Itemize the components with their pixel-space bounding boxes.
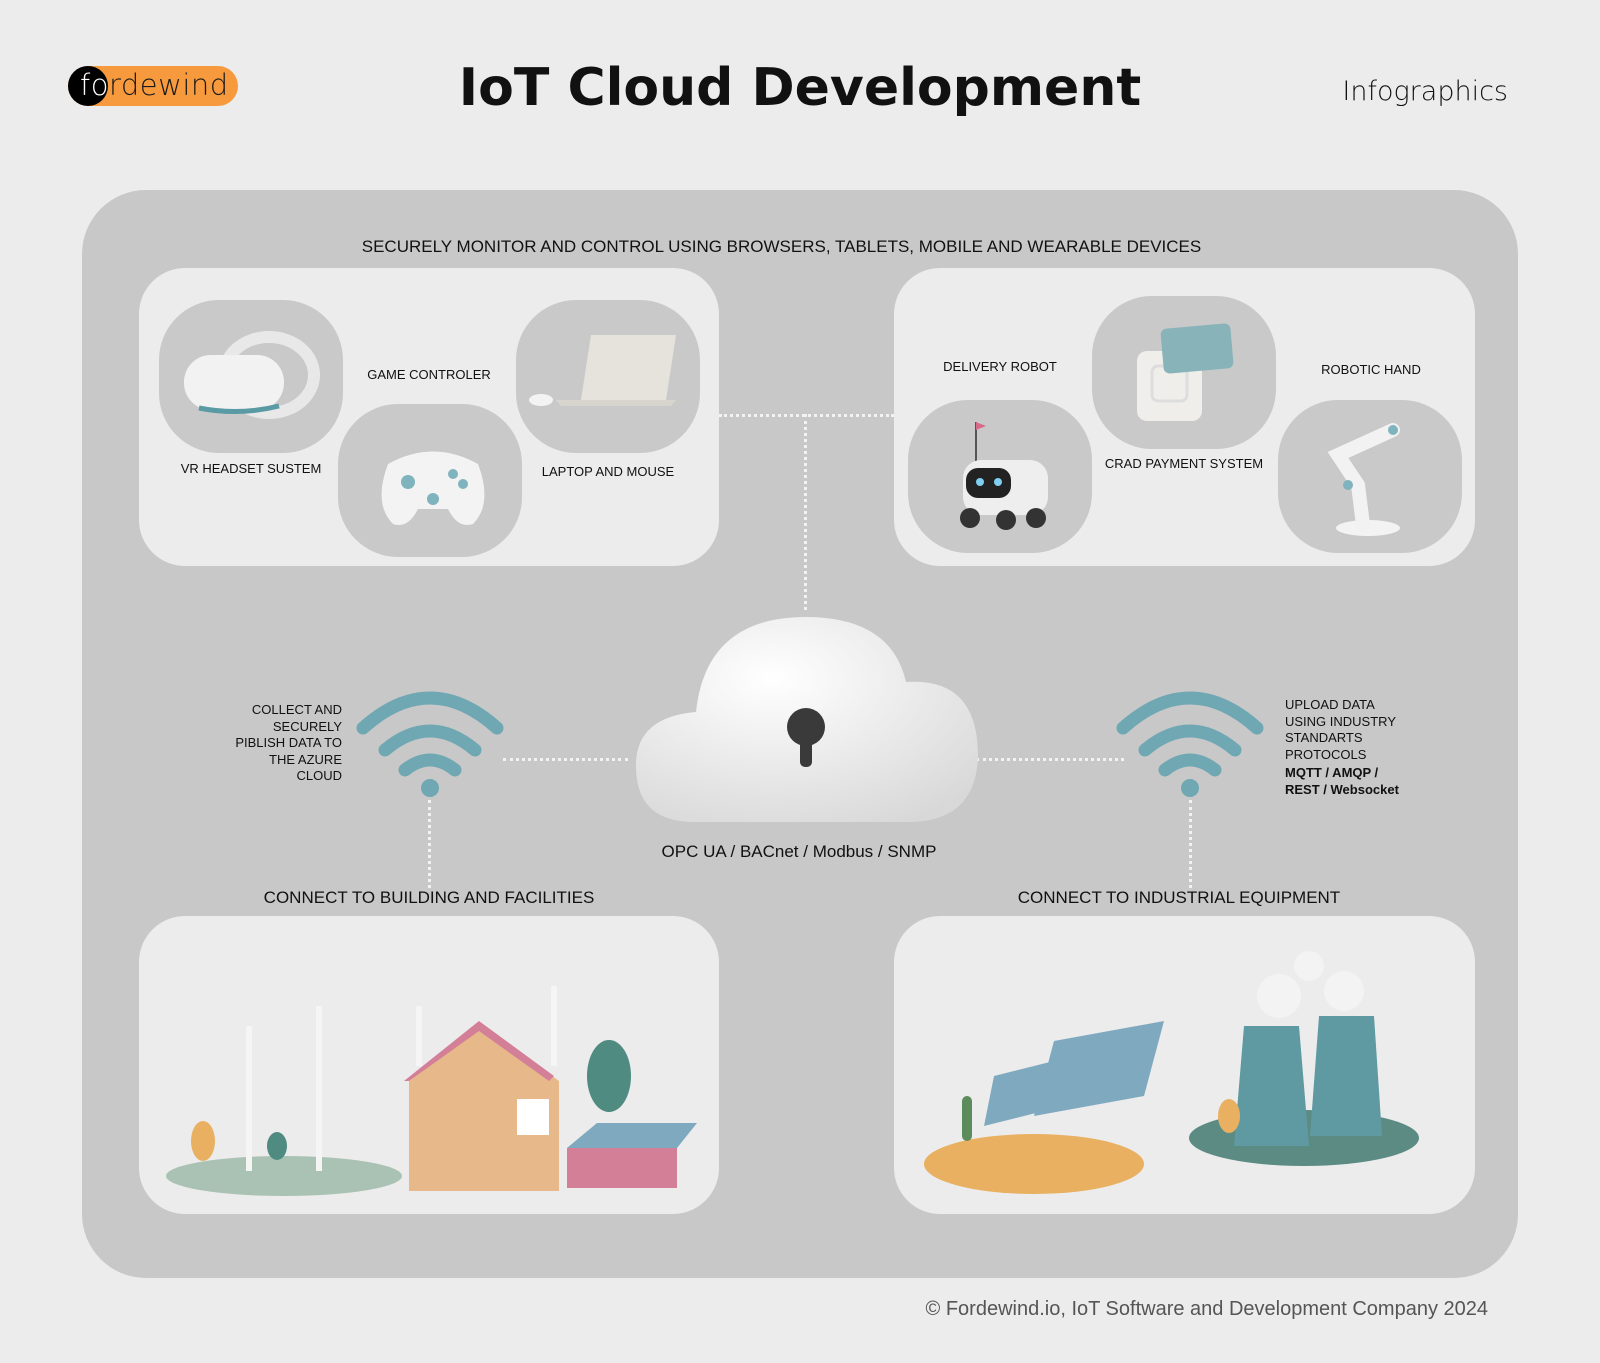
secure-cloud — [634, 612, 978, 837]
top-heading: SECURELY MONITOR AND CONTROL USING BROWS… — [361, 237, 1202, 256]
device-label: GAME CONTROLER — [367, 367, 491, 382]
right-note-text: UPLOAD DATA USING INDUSTRY STANDARTS PRO… — [1285, 697, 1396, 762]
industrial-card — [894, 916, 1475, 1214]
connector-line — [1189, 800, 1192, 888]
device-label: ROBOTIC HAND — [1321, 362, 1421, 377]
robotic-arm-tile — [1278, 400, 1462, 553]
logo-text-prefix: fo — [80, 68, 109, 102]
buildings-facilities-illustration — [166, 986, 697, 1196]
gamepad-tile — [338, 404, 522, 557]
connector-line — [804, 414, 807, 610]
bottom-right-heading: CONNECT TO INDUSTRIAL EQUIPMENT — [1017, 888, 1341, 907]
bottom-left-heading: CONNECT TO BUILDING AND FACILITIES — [263, 888, 595, 907]
laptop-icon — [529, 335, 676, 406]
left-note: COLLECT AND SECURELY PIBLISH DATA TO THE… — [235, 702, 342, 783]
wifi-icon — [1116, 691, 1264, 797]
delivery-robot-tile — [908, 400, 1092, 553]
page-title: IoT Cloud Development — [458, 58, 1142, 118]
wifi-icon — [356, 691, 504, 797]
card-terminal-tile — [1092, 296, 1276, 449]
wifi-icon-right — [1113, 688, 1267, 798]
right-note: UPLOAD DATA USING INDUSTRY STANDARTS PRO… — [1285, 697, 1415, 798]
laptop-tile — [516, 300, 700, 453]
device-label: LAPTOP AND MOUSE — [541, 464, 675, 479]
delivery-robot-icon — [960, 422, 1048, 530]
wifi-icon-left — [353, 688, 507, 798]
cloud-caption: OPC UA / BACnet / Modbus / SNMP — [661, 842, 937, 861]
footer-copyright: © Fordewind.io, IoT Software and Develop… — [925, 1298, 1488, 1320]
vr-headset-icon — [184, 331, 320, 419]
industrial-equipment-illustration — [924, 951, 1419, 1194]
vr-headset-tile — [159, 300, 343, 453]
gamepad-icon — [381, 451, 485, 525]
device-label: VR HEADSET SUSTEM — [180, 461, 322, 476]
connector-line — [428, 800, 431, 888]
card-terminal-icon — [1137, 323, 1234, 421]
robotic-arm-icon — [1327, 423, 1400, 536]
right-note-protocols: MQTT / AMQP / REST / Websocket — [1285, 765, 1399, 797]
page-subtitle: Infographics — [1342, 76, 1508, 107]
fordewind-logo: fordewind — [68, 66, 238, 106]
logo-text-suffix: rdewind — [108, 68, 229, 102]
connector-line — [503, 758, 628, 761]
buildings-card — [139, 916, 719, 1214]
device-label: CRAD PAYMENT SYSTEM — [1104, 456, 1264, 471]
device-label: DELIVERY ROBOT — [943, 359, 1057, 374]
cloud-lock-icon — [635, 617, 978, 822]
connector-line — [976, 758, 1124, 761]
